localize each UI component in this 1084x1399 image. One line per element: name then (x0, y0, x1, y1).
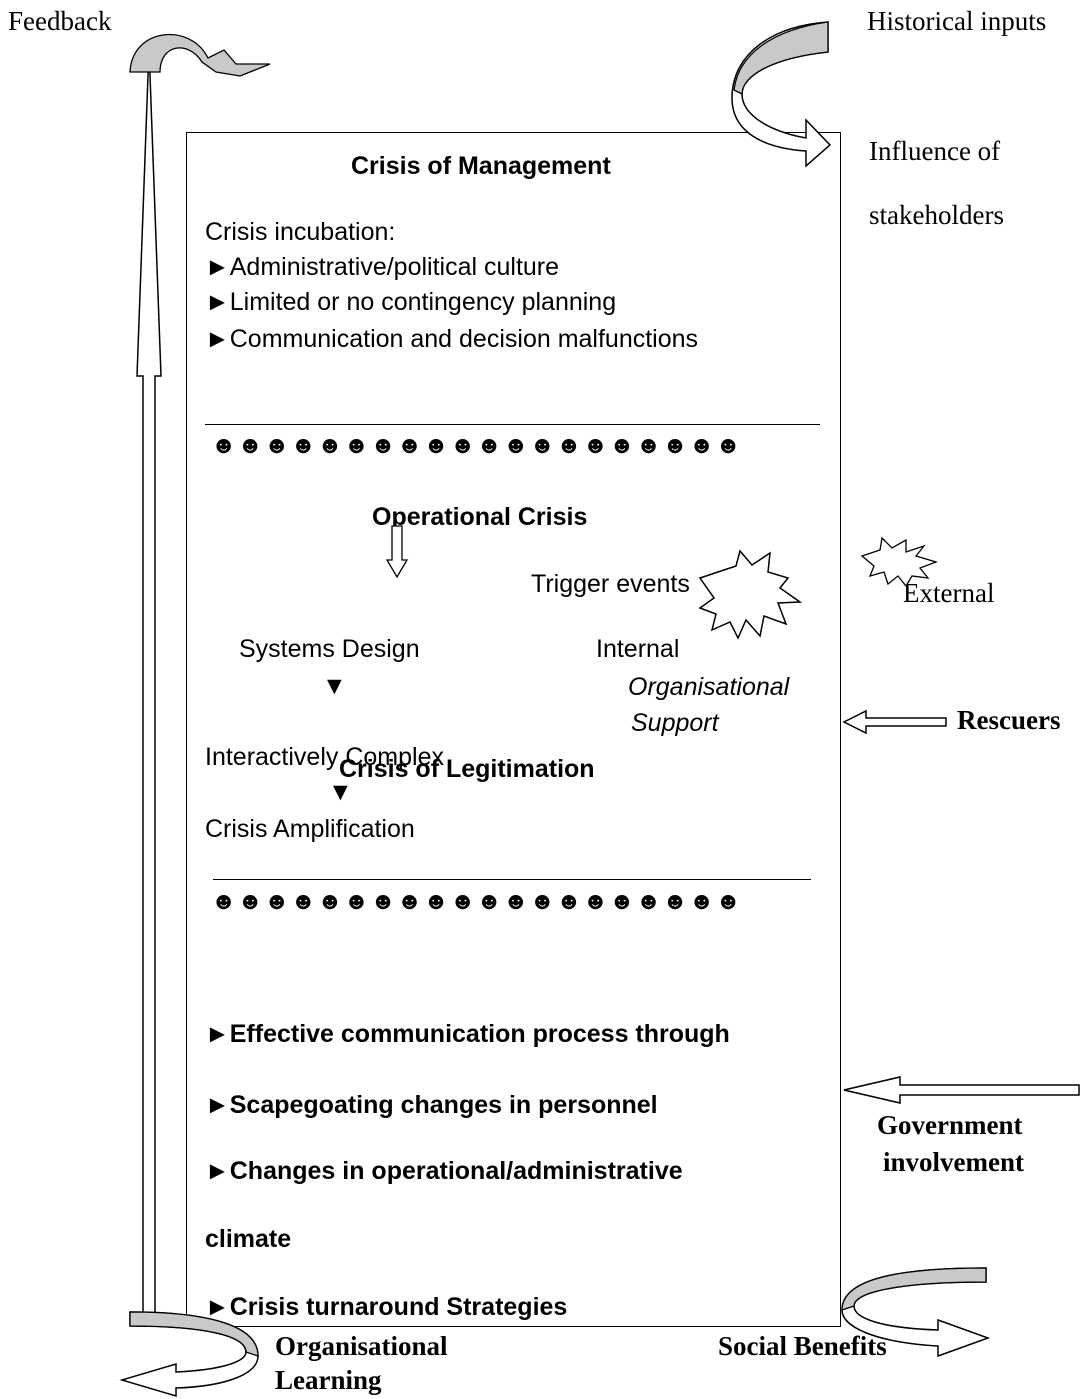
organisational-learning-label: Organisational (275, 1331, 448, 1361)
social-benefits-label: Social Benefits (718, 1331, 887, 1361)
interactively-complex-label: Interactively Complex (205, 743, 444, 771)
organisational-support-label: Organisational (628, 673, 790, 701)
feedback-label: Feedback (8, 6, 112, 36)
legitimation-title: Crisis of Legitimation (339, 755, 595, 783)
government-arrow-icon (843, 1076, 1080, 1104)
historical-inputs-label: Historical inputs (867, 6, 1047, 36)
incubation-label: Crisis incubation: (205, 218, 396, 246)
down-triangle-marker: ▼ (322, 672, 347, 700)
systems-design-label: Systems Design (239, 635, 420, 663)
social-benefits-band-icon (841, 1267, 987, 1311)
government-label: Government (877, 1110, 1023, 1140)
organisational-learning-label-line2: Learning (275, 1365, 382, 1395)
smiley-row: ☻☻☻☻☻☻☻☻☻☻☻☻☻☻☻☻☻☻☻☻ (211, 888, 743, 915)
section-divider (205, 424, 820, 425)
organisational-learning-band-icon (129, 1311, 259, 1357)
influence-of-label: Influence of (869, 136, 1001, 166)
operational-title: Operational Crisis (372, 503, 588, 531)
starburst-icon (698, 549, 803, 640)
legitimation-item-continuation: climate (205, 1225, 292, 1253)
rescuers-arrow-icon (842, 709, 947, 735)
legitimation-item: ►Effective communication process through (205, 1020, 730, 1048)
legitimation-item: ►Crisis turnaround Strategies (205, 1293, 568, 1321)
legitimation-item: ►Changes in operational/administrative (205, 1157, 683, 1185)
down-arrow-icon (385, 525, 409, 579)
trigger-events-label: Trigger events (531, 570, 690, 598)
smiley-row: ☻☻☻☻☻☻☻☻☻☻☻☻☻☻☻☻☻☻☻☻ (211, 432, 743, 459)
feedback-arrow-icon (136, 47, 162, 1323)
management-item: ►Communication and decision malfunctions (205, 325, 699, 353)
external-label: External (903, 578, 995, 608)
feedback-curve-icon (129, 33, 271, 77)
down-triangle-marker: ▼ (328, 778, 353, 806)
starburst-icon (860, 536, 939, 588)
section-divider (213, 879, 811, 880)
crisis-amplification-label: Crisis Amplification (205, 815, 415, 843)
involvement-label: involvement (883, 1147, 1024, 1177)
organisational-support-label-line2: Support (631, 709, 719, 737)
management-title: Crisis of Management (351, 152, 611, 180)
crisis-model-box: Crisis of Management Crisis incubation: … (186, 132, 841, 1327)
management-item: ►Administrative/political culture (205, 253, 560, 281)
historical-inputs-band-icon (733, 21, 829, 96)
legitimation-item: ►Scapegoating changes in personnel (205, 1091, 658, 1119)
internal-label: Internal (596, 635, 680, 663)
stakeholders-label: stakeholders (869, 200, 1004, 230)
rescuers-label: Rescuers (957, 705, 1061, 735)
management-item: ►Limited or no contingency planning (205, 288, 617, 316)
